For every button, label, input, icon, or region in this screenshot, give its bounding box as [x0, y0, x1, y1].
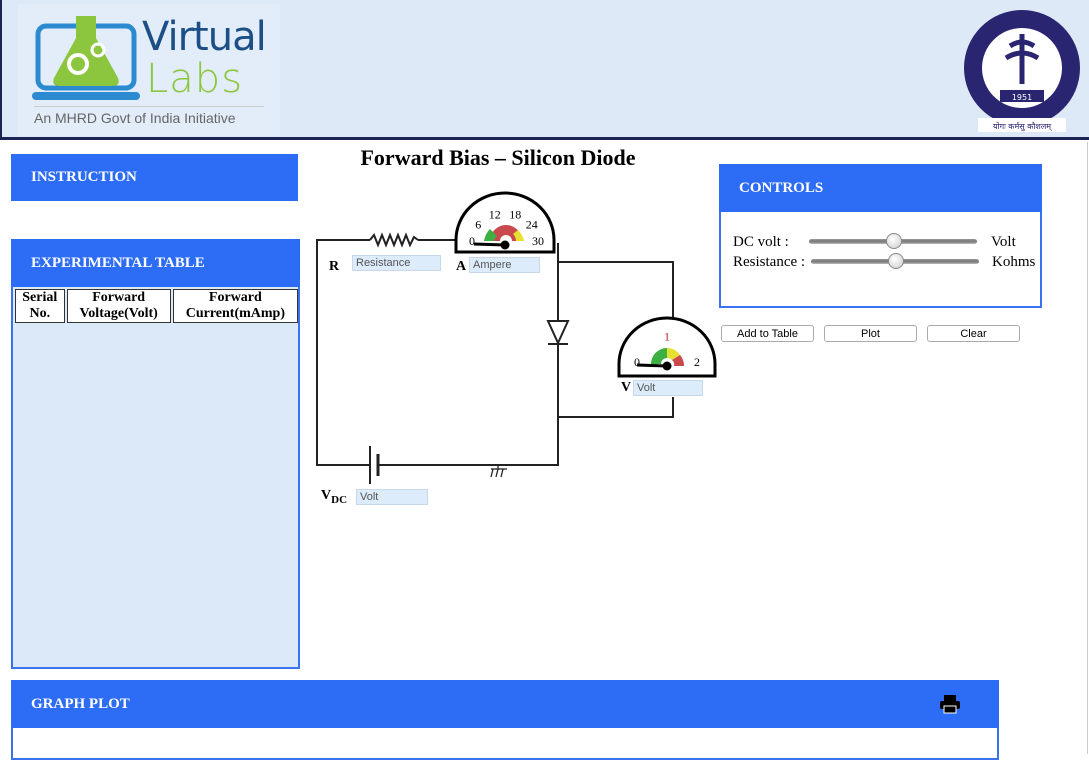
add-to-table-button[interactable]: Add to Table — [721, 325, 814, 342]
vdc-label-main: V — [321, 488, 332, 503]
svg-text:1951: 1951 — [1012, 93, 1032, 102]
plot-button[interactable]: Plot — [824, 325, 917, 342]
experimental-table-header: EXPERIMENTAL TABLE — [11, 239, 300, 287]
vdc-label: VDC — [321, 488, 347, 506]
graph-plot-label: GRAPH PLOT — [31, 695, 130, 712]
logo-divider — [34, 106, 264, 107]
controls-label: CONTROLS — [739, 179, 824, 196]
ammeter-tick-label: 18 — [509, 207, 521, 221]
volt-field[interactable]: Volt — [633, 380, 703, 396]
voltmeter-tick-label: 0 — [634, 355, 640, 369]
iit-kharagpur-seal: 1951 योगः कर्मसु कौशलम् — [964, 10, 1080, 132]
logo-virtual-text: Virtual — [142, 14, 267, 60]
column-current: Forward Current(mAmp) — [172, 289, 298, 323]
clear-button[interactable]: Clear — [927, 325, 1020, 342]
ammeter-label: A — [456, 259, 467, 274]
instruction-header[interactable]: INSTRUCTION — [11, 154, 298, 201]
instruction-label: INSTRUCTION — [31, 169, 137, 185]
dc-volt-unit: Volt — [991, 234, 1016, 250]
logo-labs-text: Labs — [146, 56, 244, 102]
logo-tagline: An MHRD Govt of India Initiative — [34, 110, 236, 126]
dc-volt-slider-thumb[interactable] — [886, 233, 902, 249]
experimental-table: Serial No. Forward Voltage(Volt) Forward… — [13, 287, 300, 325]
resistor-symbol — [369, 232, 419, 248]
voltmeter-dial — [617, 316, 717, 378]
experimental-table-panel: EXPERIMENTAL TABLE Serial No. Forward Vo… — [11, 239, 300, 669]
virtual-labs-logo[interactable]: Virtual Labs An MHRD Govt of India Initi… — [18, 4, 280, 136]
controls-header: CONTROLS — [719, 164, 1042, 212]
svg-text:योगः कर्मसु कौशलम्: योगः कर्मसु कौशलम् — [993, 121, 1053, 132]
resistance-unit: Kohms — [992, 254, 1036, 270]
resistance-label: Resistance : — [733, 254, 806, 270]
resistance-slider-thumb[interactable] — [888, 253, 904, 269]
printer-icon[interactable] — [939, 694, 961, 714]
vdc-label-sub: DC — [331, 493, 348, 506]
table-header-row: Serial No. Forward Voltage(Volt) Forward… — [15, 289, 298, 323]
voltmeter-label: V — [621, 380, 632, 395]
controls-panel: CONTROLS — [719, 164, 1042, 308]
ammeter-dial — [454, 191, 556, 254]
scrollbar-edge — [1087, 142, 1088, 754]
column-voltage: Forward Voltage(Volt) — [66, 289, 171, 323]
page-title: Forward Bias – Silicon Diode — [360, 145, 636, 170]
resistance-field[interactable]: Resistance — [352, 255, 441, 271]
experimental-table-label: EXPERIMENTAL TABLE — [31, 254, 205, 271]
ammeter-tick-label: 0 — [469, 234, 475, 248]
voltmeter-tick-label: 2 — [694, 355, 700, 369]
ammeter-tick-label: 30 — [532, 234, 544, 248]
battery-symbol — [369, 446, 380, 484]
ammeter-tick-label: 6 — [475, 218, 481, 232]
graph-plot-header: GRAPH PLOT — [11, 680, 999, 728]
dc-volt-label: DC volt : — [733, 234, 789, 250]
circuit-wires — [316, 239, 674, 466]
voltmeter-tick-label: 1 — [664, 330, 670, 344]
flask-laptop-icon — [32, 16, 140, 100]
column-serial: Serial No. — [15, 289, 65, 323]
resistance-slider[interactable] — [811, 253, 979, 269]
ammeter-tick-label: 12 — [489, 207, 501, 221]
dc-volt-slider[interactable] — [809, 233, 977, 249]
resistor-label: R — [329, 259, 340, 274]
ampere-field[interactable]: Ampere — [469, 257, 540, 273]
ammeter-tick-label: 24 — [526, 218, 538, 232]
vdc-field[interactable]: Volt — [356, 489, 428, 505]
ground-icon — [490, 465, 507, 478]
diode-symbol — [546, 320, 570, 346]
graph-plot-panel: GRAPH PLOT — [11, 680, 999, 760]
